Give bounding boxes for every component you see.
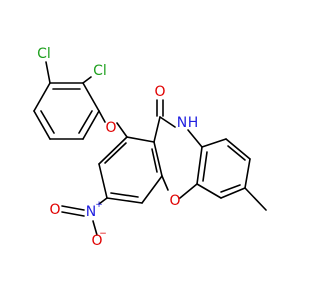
- nitro-oxygen-atom-2: O: [91, 233, 102, 249]
- nitro-n-o1-bond-b: [61, 211, 85, 217]
- chlorine-atom-1: Cl: [37, 46, 51, 62]
- nitro-c-n-bond: [98, 197, 108, 205]
- ring-oxygen-atom: O: [169, 193, 180, 209]
- oxazepine-ring: [153, 116, 203, 199]
- nitro-benzo-ring: [98, 136, 163, 204]
- nitro-n-o1-bond-a: [61, 205, 85, 211]
- methyl-benzo-ring: [196, 138, 251, 199]
- aryl-o-bond: [98, 110, 106, 123]
- methyl-bond: [244, 187, 267, 211]
- o-c1-bond: [116, 122, 128, 138]
- nitro-nitrogen-charge: +: [95, 200, 103, 210]
- nitro-oxygen-atom-1: O: [49, 202, 60, 218]
- nitro-oxygen-charge: −: [99, 229, 107, 239]
- nitro-n-o2-bond: [92, 220, 98, 236]
- amide-nitrogen-atom: N: [177, 115, 187, 131]
- structure-canvas: Cl Cl O O N H O N + O O −: [33, 46, 267, 249]
- nitro-nitrogen-atom: N: [86, 204, 96, 220]
- chemical-structure-diagram: Cl Cl O O N H O N + O O −: [33, 46, 267, 249]
- amide-hydrogen-atom: H: [188, 115, 199, 131]
- ether-oxygen-atom: O: [105, 120, 116, 136]
- cl2-bond: [82, 76, 92, 84]
- carbonyl-oxygen-atom: O: [154, 84, 165, 100]
- cl1-bond: [45, 61, 51, 84]
- chlorine-atom-2: Cl: [93, 63, 107, 79]
- dichlorophenyl-ring: [33, 82, 100, 140]
